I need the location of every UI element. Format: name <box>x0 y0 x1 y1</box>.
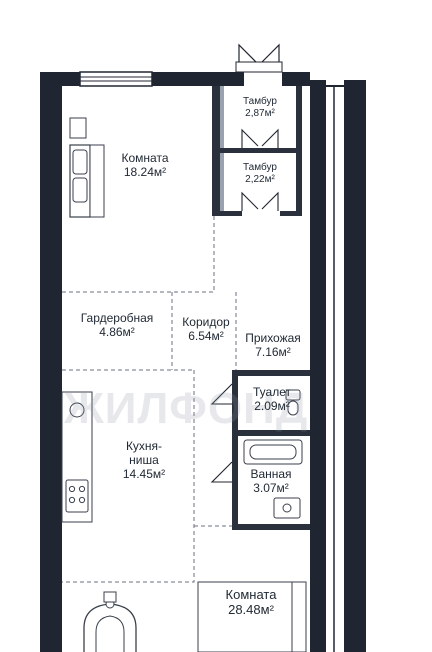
room-name: Ванная <box>250 467 292 481</box>
room-area: 2.09м² <box>254 398 290 413</box>
bathtub-icon <box>243 439 303 519</box>
wet-zone-walls <box>232 370 310 530</box>
wall-top-mid <box>152 72 244 86</box>
room-label-hallway: Прихожая 7.16м² <box>236 331 310 360</box>
toilet-door-icon <box>210 383 233 405</box>
wall-top-left <box>40 72 80 86</box>
room-name: Тамбур <box>243 96 277 107</box>
toilet-fixture-icon <box>285 389 301 416</box>
room-area: 28.48м² <box>228 601 274 617</box>
bathroom-door-icon <box>210 461 233 483</box>
room-name: Комната <box>225 587 277 602</box>
entrance-door-icon <box>235 43 283 73</box>
room-label-corridor: Коридор 6.54м² <box>172 315 240 344</box>
room-label-toilet: Туалет 2.09м² <box>240 385 304 414</box>
room-area: 3.07м² <box>253 480 289 495</box>
room-name: Комната <box>121 151 169 165</box>
room-area: 2,22м² <box>245 173 275 185</box>
room-name: Прихожая <box>245 331 301 345</box>
room-area: 18.24м² <box>123 164 167 179</box>
room-name: Гардеробная <box>80 311 154 325</box>
bed-icon <box>69 117 105 218</box>
sofa-icon <box>197 581 307 652</box>
room-label-bathroom: Ванная 3.07м² <box>240 467 302 496</box>
room-name: Кухня- ниша <box>125 439 163 467</box>
room-area: 6.54м² <box>188 328 224 343</box>
watermark: ЖИЛФОНД <box>64 384 309 433</box>
tambur-door-2-icon <box>241 191 279 211</box>
room-area: 14.45м² <box>122 466 166 481</box>
room-area: 7.16м² <box>255 344 291 359</box>
chair-icon <box>83 591 137 652</box>
wall-right-outer <box>344 80 366 652</box>
room-name: Коридор <box>182 315 230 329</box>
room-area: 2,87м² <box>245 107 275 119</box>
room-label-tambur2: Тамбур 2,22м² <box>224 162 296 185</box>
zone-dividers <box>62 216 237 583</box>
room-label-wardrobe: Гардеробная 4.86м² <box>62 311 172 340</box>
room-label-kitchen: Кухня- ниша 14.45м² <box>94 439 194 481</box>
room-name: Тамбур <box>243 162 277 173</box>
room-label-tambur1: Тамбур 2,87м² <box>224 96 296 119</box>
wall-top-right <box>282 72 310 86</box>
room-area: 4.86м² <box>99 324 135 339</box>
window-top <box>79 71 153 87</box>
tambur-door-1-icon <box>241 128 279 148</box>
room-label-room2: Комната 28.48м² <box>206 587 296 618</box>
kitchen-counter-icon <box>61 391 93 523</box>
room-name: Туалет <box>253 385 291 399</box>
room-label-room1: Комната 18.24м² <box>90 151 200 180</box>
wall-right-inner <box>310 80 326 652</box>
wall-left <box>40 72 62 652</box>
